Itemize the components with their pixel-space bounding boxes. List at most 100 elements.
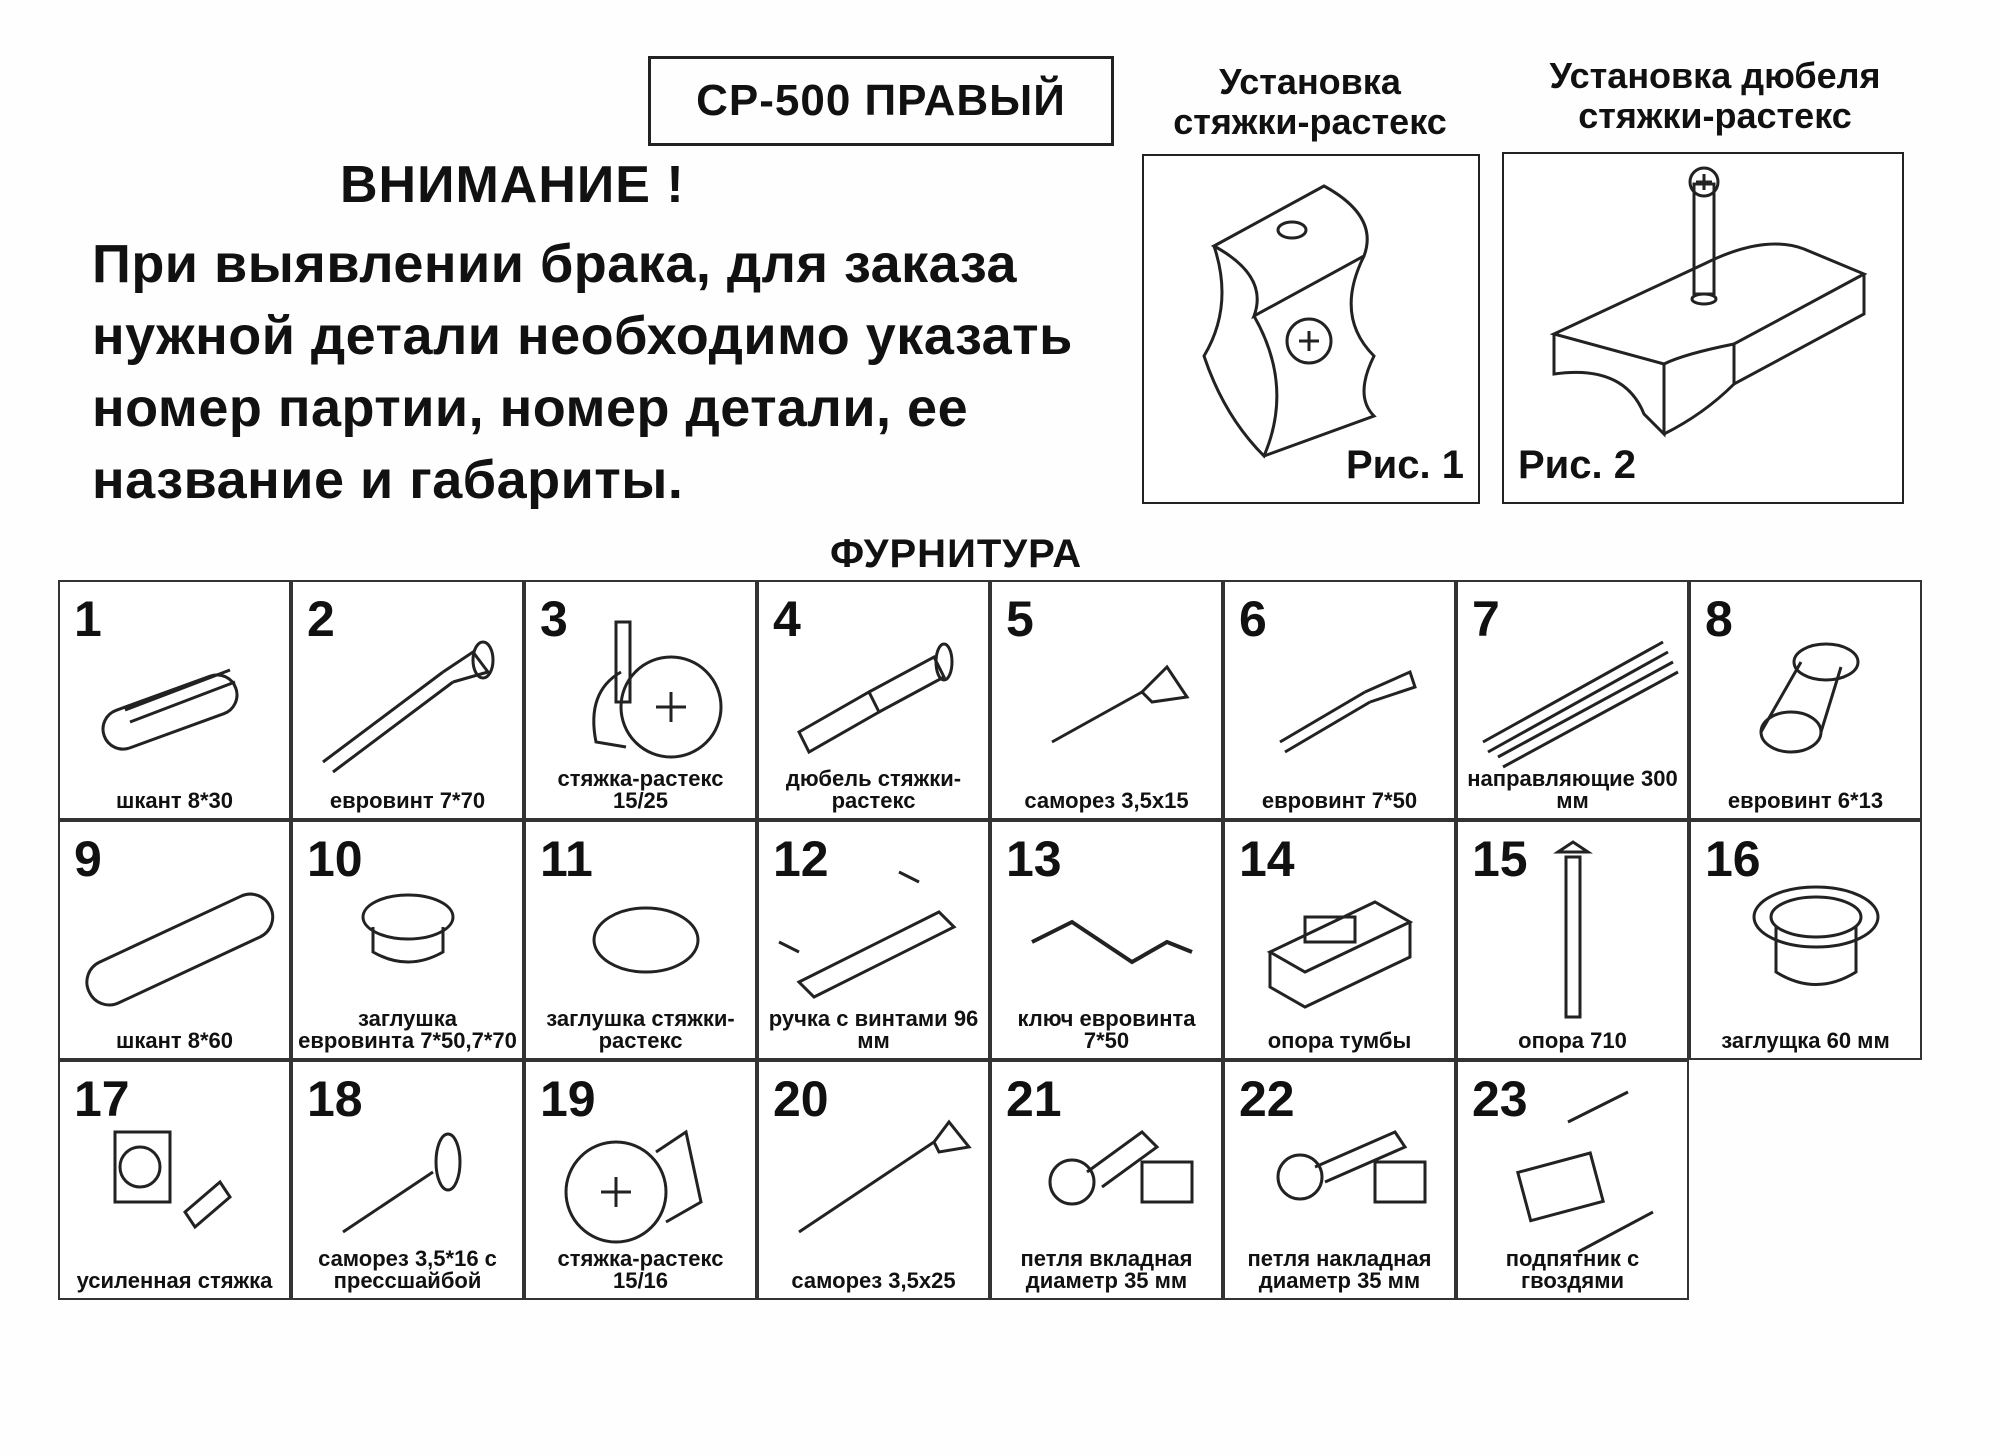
item-number: 12 bbox=[773, 831, 829, 887]
euro-screw-icon bbox=[1279, 669, 1417, 754]
item-label: подпятник с гвоздями bbox=[1505, 1246, 1640, 1293]
figure-1-box: Рис. 1 bbox=[1142, 154, 1480, 504]
hex-key-icon bbox=[1031, 919, 1193, 965]
euro-screw-short-icon bbox=[1759, 642, 1860, 754]
item-label: стяжка-растекс 15/25 bbox=[557, 766, 724, 813]
hardware-item-18: 18 саморез 3,5*16 с прессшайбой bbox=[291, 1060, 524, 1300]
hardware-item-20: 20 саморез 3,5х25 bbox=[757, 1060, 990, 1300]
item-number: 18 bbox=[307, 1071, 363, 1127]
item-number: 1 bbox=[74, 591, 102, 647]
handle-icon bbox=[778, 870, 957, 999]
rastex-installation-illustration bbox=[1202, 184, 1377, 459]
support-leg-icon bbox=[1553, 840, 1593, 1019]
attention-title: ВНИМАНИЕ ! bbox=[340, 156, 685, 214]
reinforced-connector-icon bbox=[113, 1130, 232, 1230]
hardware-item-8: 8 евровинт 6*13 bbox=[1689, 580, 1922, 820]
item-number: 23 bbox=[1472, 1071, 1528, 1127]
self-tapping-screw-icon bbox=[798, 1119, 972, 1234]
item-number: 6 bbox=[1239, 591, 1267, 647]
screw-cap-icon bbox=[361, 893, 455, 964]
figure-1-label: Рис. 1 bbox=[1346, 443, 1464, 487]
drawer-rails-icon bbox=[1482, 640, 1679, 769]
hardware-grid: 1 шкант 8*30 2 евровинт 7*70 3 стяжка-ра… bbox=[58, 580, 1922, 1300]
dowel-installation-illustration bbox=[1549, 166, 1868, 438]
hardware-item-2: 2 евровинт 7*70 bbox=[291, 580, 524, 820]
inset-hinge-icon bbox=[1048, 1130, 1194, 1206]
hardware-item-12: 12 ручка с винтами 96 мм bbox=[757, 820, 990, 1060]
item-label: направляющие 300 мм bbox=[1467, 766, 1678, 813]
item-number: 22 bbox=[1239, 1071, 1295, 1127]
glide-with-nails-icon bbox=[1515, 1090, 1654, 1254]
item-label: опора тумбы bbox=[1267, 1028, 1412, 1053]
hardware-item-23: 23 подпятник с гвоздями bbox=[1456, 1060, 1689, 1300]
dowel-icon bbox=[101, 668, 239, 751]
hardware-item-21: 21 петля вкладная диаметр 35 мм bbox=[990, 1060, 1223, 1300]
item-label: евровинт 7*70 bbox=[329, 788, 486, 813]
hardware-item-9: 9 шкант 8*60 bbox=[58, 820, 291, 1060]
hardware-item-6: 6 евровинт 7*50 bbox=[1223, 580, 1456, 820]
item-number: 13 bbox=[1006, 831, 1062, 887]
dowel-long-icon bbox=[85, 892, 275, 1007]
item-number: 16 bbox=[1705, 831, 1761, 887]
hardware-item-15: 15 опора 710 bbox=[1456, 820, 1689, 1060]
cam-dowel-icon bbox=[797, 642, 954, 755]
item-label: заглушка евровинта 7*50,7*70 bbox=[298, 1006, 517, 1053]
item-label: ручка с винтами 96 мм bbox=[768, 1006, 979, 1053]
item-number: 20 bbox=[773, 1071, 829, 1127]
euro-screw-icon bbox=[322, 640, 495, 774]
overlay-hinge-icon bbox=[1276, 1130, 1427, 1204]
item-label: стяжка-растекс 15/16 bbox=[557, 1246, 724, 1293]
model-title: СР-500 ПРАВЫЙ bbox=[696, 76, 1066, 125]
washer-screw-icon bbox=[342, 1132, 462, 1234]
item-number: 7 bbox=[1472, 591, 1500, 647]
figure-2-box: Рис. 2 bbox=[1502, 152, 1904, 504]
hardware-item-11: 11 заглушка стяжки-растекс bbox=[524, 820, 757, 1060]
item-label: саморез 3,5*16 с прессшайбой bbox=[318, 1246, 497, 1293]
item-label: петля вкладная диаметр 35 мм bbox=[1020, 1246, 1193, 1293]
hardware-item-14: 14 опора тумбы bbox=[1223, 820, 1456, 1060]
item-label: евровинт 6*13 bbox=[1727, 788, 1884, 813]
item-label: заглущка 60 мм bbox=[1721, 1028, 1890, 1053]
item-label: усиленная стяжка bbox=[76, 1268, 273, 1293]
hardware-item-19: 19 стяжка-растекс 15/16 bbox=[524, 1060, 757, 1300]
hardware-item-16: 16 заглущка 60 мм bbox=[1689, 820, 1922, 1060]
item-label: саморез 3,5х15 bbox=[1024, 788, 1189, 813]
hardware-item-17: 17 усиленная стяжка bbox=[58, 1060, 291, 1300]
item-number: 11 bbox=[540, 831, 593, 887]
cam-cap-icon bbox=[592, 906, 700, 974]
item-number: 9 bbox=[74, 831, 102, 887]
hardware-item-10: 10 заглушка евровинта 7*50,7*70 bbox=[291, 820, 524, 1060]
cam-lock-icon bbox=[564, 1129, 703, 1244]
hardware-item-5: 5 саморез 3,5х15 bbox=[990, 580, 1223, 820]
hardware-item-1: 1 шкант 8*30 bbox=[58, 580, 291, 820]
section-title: ФУРНИТУРА bbox=[830, 532, 1083, 576]
cam-lock-icon bbox=[592, 620, 723, 759]
item-number: 3 bbox=[540, 591, 568, 647]
attention-text: При выявлении брака, для заказа нужной д… bbox=[92, 234, 1073, 510]
item-label: евровинт 7*50 bbox=[1261, 788, 1418, 813]
item-number: 4 bbox=[773, 591, 801, 647]
hardware-item-4: 4 дюбель стяжки-растекс bbox=[757, 580, 990, 820]
figure-2-label: Рис. 2 bbox=[1518, 443, 1636, 487]
item-label: шкант 8*30 bbox=[115, 788, 234, 813]
hardware-item-13: 13 ключ евровинта 7*50 bbox=[990, 820, 1223, 1060]
item-number: 2 bbox=[307, 591, 335, 647]
cabinet-support-icon bbox=[1266, 900, 1414, 1009]
item-number: 19 bbox=[540, 1071, 596, 1127]
item-number: 8 bbox=[1705, 591, 1733, 647]
hardware-item-22: 22 петля накладная диаметр 35 мм bbox=[1223, 1060, 1456, 1300]
grommet-icon bbox=[1752, 885, 1880, 986]
item-label: дюбель стяжки-растекс bbox=[785, 766, 962, 813]
item-label: опора 710 bbox=[1518, 1028, 1627, 1053]
figure-2-caption: Установка дюбеля стяжки-растекс bbox=[1549, 55, 1881, 136]
item-label: саморез 3,5х25 bbox=[791, 1268, 956, 1293]
hardware-item-7: 7 направляющие 300 мм bbox=[1456, 580, 1689, 820]
self-tapping-screw-icon bbox=[1051, 664, 1190, 744]
item-label: заглушка стяжки-растекс bbox=[546, 1006, 735, 1053]
model-title-box: СР-500 ПРАВЫЙ bbox=[648, 56, 1114, 146]
item-number: 17 bbox=[74, 1071, 130, 1127]
item-number: 10 bbox=[307, 831, 363, 887]
figure-1-caption: Установка стяжки-растекс bbox=[1173, 61, 1447, 142]
item-number: 15 bbox=[1472, 831, 1528, 887]
item-label: петля накладная диаметр 35 мм bbox=[1247, 1246, 1432, 1293]
